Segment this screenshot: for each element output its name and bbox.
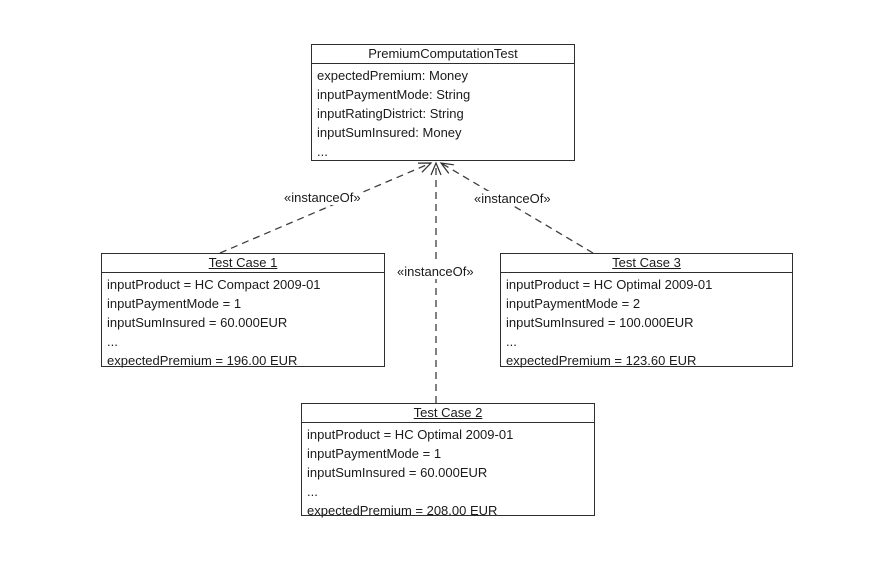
slot-line: inputProduct = HC Optimal 2009-01 — [506, 277, 713, 292]
slot-line: ... — [307, 484, 318, 499]
attribute-line: expectedPremium: Money — [317, 68, 469, 83]
class-title: PremiumComputationTest — [312, 45, 574, 64]
slot-line: inputPaymentMode = 1 — [107, 296, 242, 311]
instanceof-edge-test-case-1 — [219, 162, 433, 254]
slot-line: expectedPremium = 123.60 EUR — [506, 353, 697, 368]
slot-line: expectedPremium = 196.00 EUR — [107, 353, 298, 368]
attribute-line: ... — [317, 144, 328, 159]
slot-line: expectedPremium = 208.00 EUR — [307, 503, 498, 518]
object-title: Test Case 1 — [102, 254, 384, 273]
object-box-test-case-2: Test Case 2 inputProduct = HC Optimal 20… — [301, 403, 595, 518]
class-attributes: expectedPremium: Money inputPaymentMode:… — [312, 64, 574, 161]
slot-line: inputSumInsured = 60.000EUR — [107, 315, 288, 330]
slot-line: ... — [506, 334, 517, 349]
slot-line: inputProduct = HC Optimal 2009-01 — [307, 427, 514, 442]
object-title: Test Case 2 — [302, 404, 594, 423]
instanceof-edge-test-case-3 — [439, 162, 594, 254]
object-box-test-case-1: Test Case 1 inputProduct = HC Compact 20… — [101, 253, 385, 370]
instanceof-label-right: «instanceOf» — [473, 191, 552, 206]
slot-line: inputPaymentMode = 2 — [506, 296, 641, 311]
object-box-test-case-3: Test Case 3 inputProduct = HC Optimal 20… — [500, 253, 793, 370]
attribute-line: inputSumInsured: Money — [317, 125, 462, 140]
object-slots: inputProduct = HC Optimal 2009-01 inputP… — [302, 423, 594, 520]
instanceof-label-middle: «instanceOf» — [396, 264, 475, 279]
attribute-line: inputRatingDistrict: String — [317, 106, 464, 121]
object-slots: inputProduct = HC Optimal 2009-01 inputP… — [501, 273, 792, 370]
class-box-premium-computation-test: PremiumComputationTest expectedPremium: … — [311, 44, 575, 161]
attribute-line: inputPaymentMode: String — [317, 87, 471, 102]
slot-line: inputProduct = HC Compact 2009-01 — [107, 277, 321, 292]
slot-line: inputSumInsured = 100.000EUR — [506, 315, 694, 330]
object-slots: inputProduct = HC Compact 2009-01 inputP… — [102, 273, 384, 370]
slot-line: inputSumInsured = 60.000EUR — [307, 465, 488, 480]
slot-line: inputPaymentMode = 1 — [307, 446, 442, 461]
slot-line: ... — [107, 334, 118, 349]
object-title: Test Case 3 — [501, 254, 792, 273]
instanceof-label-left: «instanceOf» — [283, 190, 362, 205]
